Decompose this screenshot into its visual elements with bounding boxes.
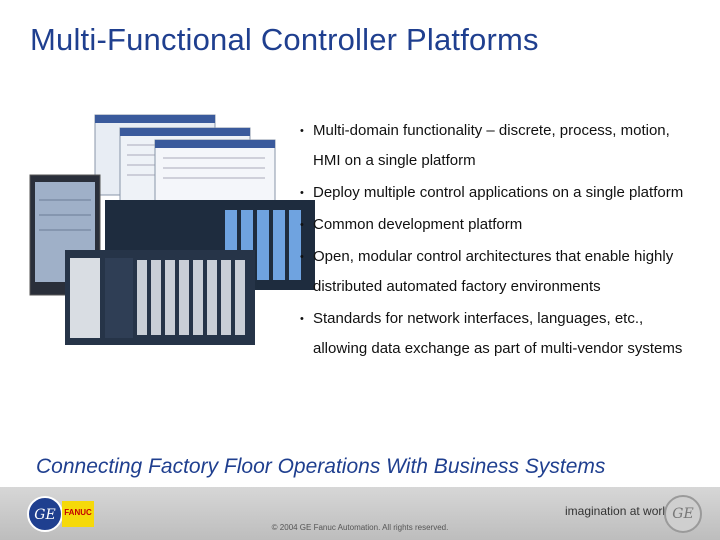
bullet-icon: • — [300, 313, 304, 325]
bullet-item: •Common development platform — [300, 210, 700, 240]
bullet-icon: • — [300, 125, 304, 137]
slide-title: Multi-Functional Controller Platforms — [30, 22, 539, 57]
fanuc-logo: FANUC — [62, 501, 94, 527]
bullet-icon: • — [300, 251, 304, 263]
bullet-item: •Standards for network interfaces, langu… — [300, 304, 700, 364]
bullet-icon: • — [300, 187, 304, 199]
bullet-item: •Multi-domain functionality – discrete, … — [300, 116, 700, 176]
bullet-icon: • — [300, 219, 304, 231]
bullet-item: •Deploy multiple control applications on… — [300, 178, 700, 208]
footer-bar: GE FANUC © 2004 GE Fanuc Automation. All… — [0, 487, 720, 540]
tagline: Connecting Factory Floor Operations With… — [36, 455, 606, 478]
slogan-text: imagination at work — [565, 504, 669, 518]
bullet-item: •Open, modular control architectures tha… — [300, 242, 700, 302]
ge-logo-watermark: GE — [664, 495, 702, 533]
controller-hardware-image — [29, 114, 315, 345]
copyright-text: © 2004 GE Fanuc Automation. All rights r… — [271, 523, 449, 532]
feature-bullet-list: •Multi-domain functionality – discrete, … — [300, 116, 700, 366]
